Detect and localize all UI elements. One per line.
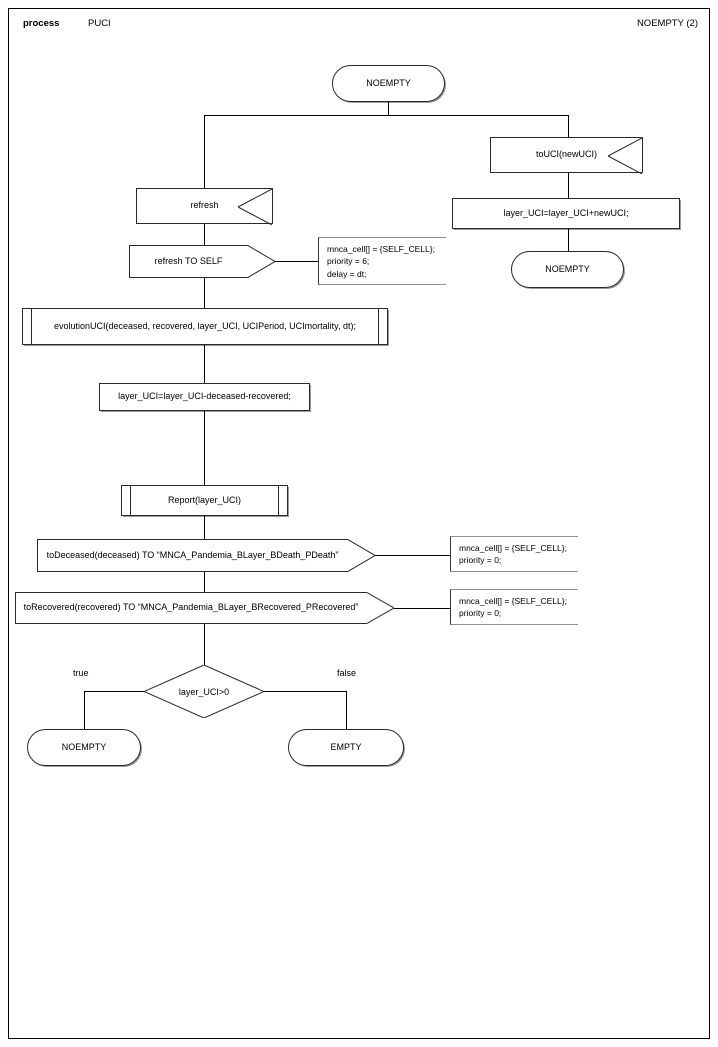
output-to-recovered-label: toRecovered(recovered) TO “MNCA_Pandemia… [23,602,359,613]
state-start-noempty[interactable]: NOEMPTY [332,65,445,102]
output-to-deceased[interactable]: toDeceased(deceased) TO “MNCA_Pandemia_B… [37,539,375,572]
decision-layer-uci-gt-zero[interactable]: layer_UCI>0 [142,664,266,719]
state-right-noempty[interactable]: NOEMPTY [511,251,624,288]
connector-true-vertical [84,691,85,729]
connector-false-vertical [346,691,347,729]
task-layer-uci-add[interactable]: layer_UCI=layer_UCI+newUCI; [452,198,680,229]
connector-false-horizontal [264,691,347,692]
connector-task-to-end-state [568,229,569,251]
input-refresh[interactable]: refresh [136,188,273,224]
decision-condition-label: layer_UCI>0 [178,686,230,697]
procedure-call-evolution-uci-label: evolutionUCI(deceased, recovered, layer_… [54,320,356,331]
output-refresh-to-self-label: refresh TO SELF [154,255,223,266]
output-to-deceased-label: toDeceased(deceased) TO “MNCA_Pandemia_B… [46,549,339,560]
procedure-call-report[interactable]: Report(layer_UCI) [121,485,288,516]
state-false-empty[interactable]: EMPTY [288,729,404,766]
connector-right-branch-drop [568,115,569,137]
input-notch-icon [609,137,643,173]
input-refresh-notch-icon [239,188,273,224]
procedure-call-report-label: Report(layer_UCI) [167,494,242,505]
connector-left-branch-drop [204,115,205,188]
task-layer-uci-subtract-label: layer_UCI=layer_UCI-deceased-recovered; [118,391,291,402]
comment-recovered-line-2: priority = 0; [459,608,502,619]
input-touci-label: toUCI(newUCI) [535,149,597,160]
output-to-recovered[interactable]: toRecovered(recovered) TO “MNCA_Pandemia… [15,592,394,624]
connector-report-to-deceased [204,516,205,539]
connector-comment-link-deceased [375,555,452,556]
comment-recovered-line-1: mnca_cell[] = {SELF_CELL}; [459,596,567,606]
connector-comment-link-refresh [275,261,320,262]
input-touci[interactable]: toUCI(newUCI) [490,137,643,173]
connector-refresh-to-output [204,224,205,245]
input-refresh-label: refresh [190,200,219,211]
connector-output-to-procedure [204,278,205,308]
connector-deceased-to-recovered [204,572,205,592]
connector-start-stem [388,102,389,115]
connector-comment-link-recovered [394,608,452,609]
connector-true-horizontal [84,691,144,692]
header-kind-label: process [23,18,60,29]
connector-task-to-report [204,411,205,485]
comment-refresh-line-3: delay = dt; [327,268,367,279]
comment-to-recovered: mnca_cell[] = {SELF_CELL}; priority = 0; [450,589,578,625]
comment-deceased-line-2: priority = 0; [459,555,502,566]
state-start-noempty-label: NOEMPTY [366,77,411,88]
state-false-empty-label: EMPTY [330,741,362,752]
page-border [8,8,710,1039]
connector-touci-to-task [568,173,569,198]
decision-false-label: false [337,668,357,678]
comment-to-deceased: mnca_cell[] = {SELF_CELL}; priority = 0; [450,536,578,572]
header-page-reference: NOEMPTY (2) [636,18,698,29]
state-right-noempty-label: NOEMPTY [545,263,590,274]
connector-procedure-to-task [204,345,205,383]
comment-refresh-to-self: mnca_cell[] = {SELF_CELL}; priority = 6;… [318,237,446,285]
task-layer-uci-add-label: layer_UCI=layer_UCI+newUCI; [503,207,629,218]
output-refresh-to-self[interactable]: refresh TO SELF [129,245,275,278]
header-process-name: PUCI [88,18,111,29]
comment-deceased-line-1: mnca_cell[] = {SELF_CELL}; [459,543,567,553]
connector-recovered-to-decision [204,624,205,665]
state-true-noempty-label: NOEMPTY [61,741,107,752]
task-layer-uci-subtract[interactable]: layer_UCI=layer_UCI-deceased-recovered; [99,383,310,411]
comment-refresh-line-1: mnca_cell[] = {SELF_CELL}; [327,244,435,254]
procedure-call-evolution-uci[interactable]: evolutionUCI(deceased, recovered, layer_… [22,308,388,345]
decision-true-label: true [73,668,89,678]
state-true-noempty[interactable]: NOEMPTY [27,729,141,766]
connector-split-bar [204,115,569,116]
comment-refresh-line-2: priority = 6; [327,256,370,267]
